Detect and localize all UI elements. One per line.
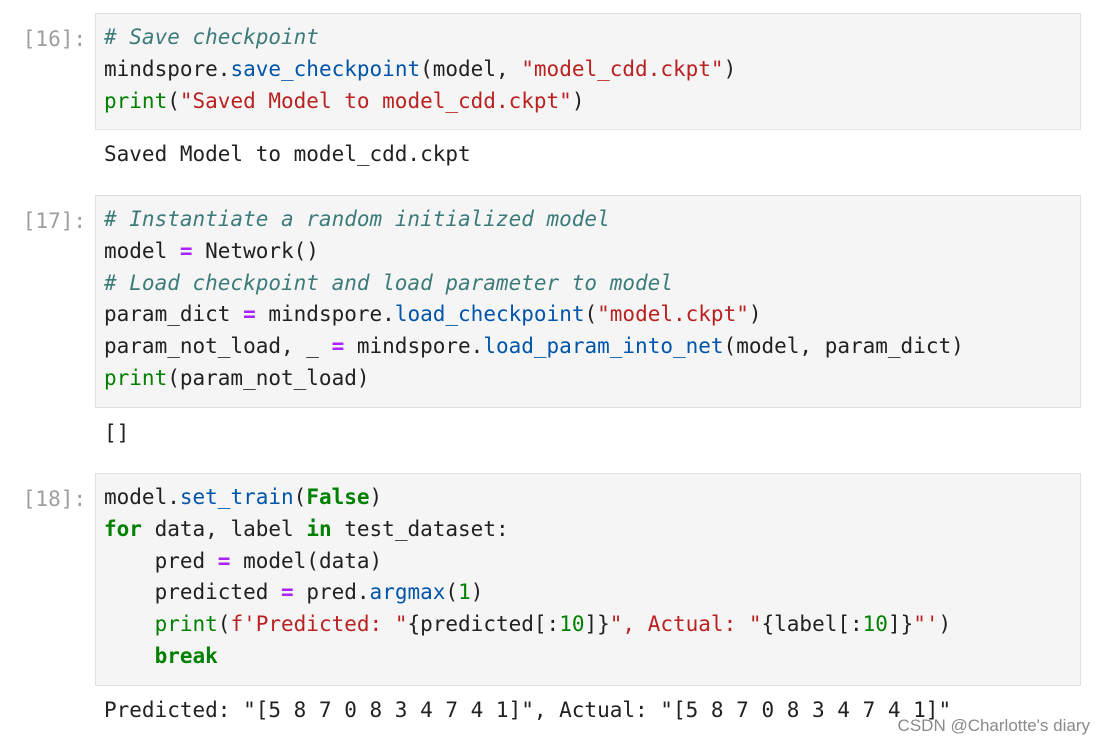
code-token: 10 [862, 612, 888, 637]
code-input[interactable]: # Instantiate a random initialized model… [95, 195, 1081, 408]
code-token: = [217, 548, 231, 573]
code-token: test_dataset: [331, 516, 509, 541]
cell-output: Saved Model to model_cdd.ckpt [104, 142, 471, 166]
code-line: model.set_train(False) [104, 482, 1080, 514]
code-token: model [104, 238, 180, 263]
code-line: # Load checkpoint and load parameter to … [104, 268, 1080, 300]
code-token: . [167, 485, 180, 509]
code-token: ) [938, 612, 952, 637]
code-token: load_checkpoint [394, 302, 585, 327]
cell-prompt: [17]: [22, 209, 86, 233]
code-token: = [179, 238, 193, 263]
code-token: ( [293, 485, 307, 509]
code-token: . [382, 302, 395, 327]
code-line: model = Network() [104, 236, 1080, 268]
code-token: "Saved Model to model_cdd.ckpt" [179, 88, 572, 113]
code-token: f'Predicted: " [230, 612, 408, 637]
code-token: . [470, 334, 484, 359]
code-token: mindspore [104, 56, 218, 81]
code-token: ( [217, 612, 231, 637]
code-line: print("Saved Model to model_cdd.ckpt") [104, 86, 1080, 118]
code-token: (model, [420, 56, 522, 81]
code-line: # Save checkpoint [104, 22, 1080, 54]
code-line: param_not_load, _ = mindspore.load_param… [104, 331, 1080, 363]
code-token: param_not_load, _ [104, 334, 332, 359]
code-token: param_dict [104, 302, 244, 327]
code-token: pred [293, 580, 357, 605]
code-token: "model_cdd.ckpt" [521, 56, 724, 81]
code-token: "' [913, 612, 939, 637]
code-token: break [154, 643, 218, 668]
code-token: load_param_into_net [483, 334, 724, 359]
code-token: ) [748, 302, 762, 327]
code-line: pred = model(data) [104, 546, 1080, 578]
watermark: CSDN @Charlotte's diary [897, 716, 1090, 735]
code-token: ]} [584, 612, 610, 637]
code-token: set_train [179, 485, 294, 509]
code-token: ( [584, 302, 598, 327]
code-token: ", Actual: " [609, 612, 762, 637]
code-token: ) [571, 88, 585, 113]
code-token: Network() [192, 238, 319, 263]
code-token: = [331, 334, 345, 359]
code-token: data, label [141, 516, 307, 541]
code-token: print [154, 612, 218, 637]
code-line: param_dict = mindspore.load_checkpoint("… [104, 299, 1080, 331]
code-token: # Load checkpoint and load parameter to … [104, 270, 673, 295]
cell-output: Predicted: "[5 8 7 0 8 3 4 7 4 1]", Actu… [104, 698, 952, 722]
code-token [104, 612, 155, 636]
code-token: model(data) [230, 548, 383, 573]
code-token: {label[: [761, 612, 863, 637]
code-token: print [104, 88, 168, 113]
code-token: ) [723, 56, 737, 81]
code-token [104, 644, 155, 668]
code-token: {predicted[: [407, 612, 560, 637]
code-line: print(param_not_load) [104, 363, 1080, 395]
code-line: print(f'Predicted: "{predicted[:10]}", A… [104, 609, 1080, 641]
code-token: predicted [104, 580, 282, 605]
code-token: for [104, 516, 142, 541]
code-line: mindspore.save_checkpoint(model, "model_… [104, 54, 1080, 86]
code-token: ]} [887, 612, 914, 637]
code-token: model [104, 485, 168, 509]
cell-prompt: [18]: [22, 487, 86, 511]
code-token: = [281, 580, 294, 605]
code-line: predicted = pred.argmax(1) [104, 577, 1080, 609]
code-token: 1 [458, 580, 471, 605]
code-line: # Instantiate a random initialized model [104, 204, 1080, 236]
code-token: print [104, 365, 168, 390]
code-token: pred [104, 548, 218, 573]
code-token: ) [470, 580, 484, 605]
code-token: # Instantiate a random initialized model [104, 207, 610, 231]
code-token: # Save checkpoint [104, 25, 319, 49]
code-token: mindspore [344, 334, 471, 359]
code-token: save_checkpoint [230, 56, 421, 81]
code-token: "model.ckpt" [597, 302, 749, 327]
code-token: = [243, 302, 256, 327]
code-line: for data, label in test_dataset: [104, 514, 1080, 546]
code-line: break [104, 641, 1080, 673]
code-input[interactable]: model.set_train(False) for data, label i… [95, 473, 1081, 686]
code-token: ) [369, 485, 383, 509]
code-token: mindspore [255, 302, 383, 327]
code-token: . [356, 580, 370, 605]
code-token: argmax [369, 580, 446, 605]
cell-output: [] [104, 421, 130, 445]
code-input[interactable]: # Save checkpoint mindspore.save_checkpo… [95, 13, 1081, 130]
code-token: (model, param_dict) [723, 334, 964, 359]
code-token: False [306, 485, 370, 509]
code-token: . [217, 56, 231, 81]
code-token: 10 [559, 612, 585, 637]
code-token: (param_not_load) [167, 365, 370, 390]
code-token: ( [167, 88, 180, 113]
code-token: ( [445, 580, 459, 605]
code-token: in [306, 516, 332, 541]
cell-prompt: [16]: [22, 27, 86, 51]
